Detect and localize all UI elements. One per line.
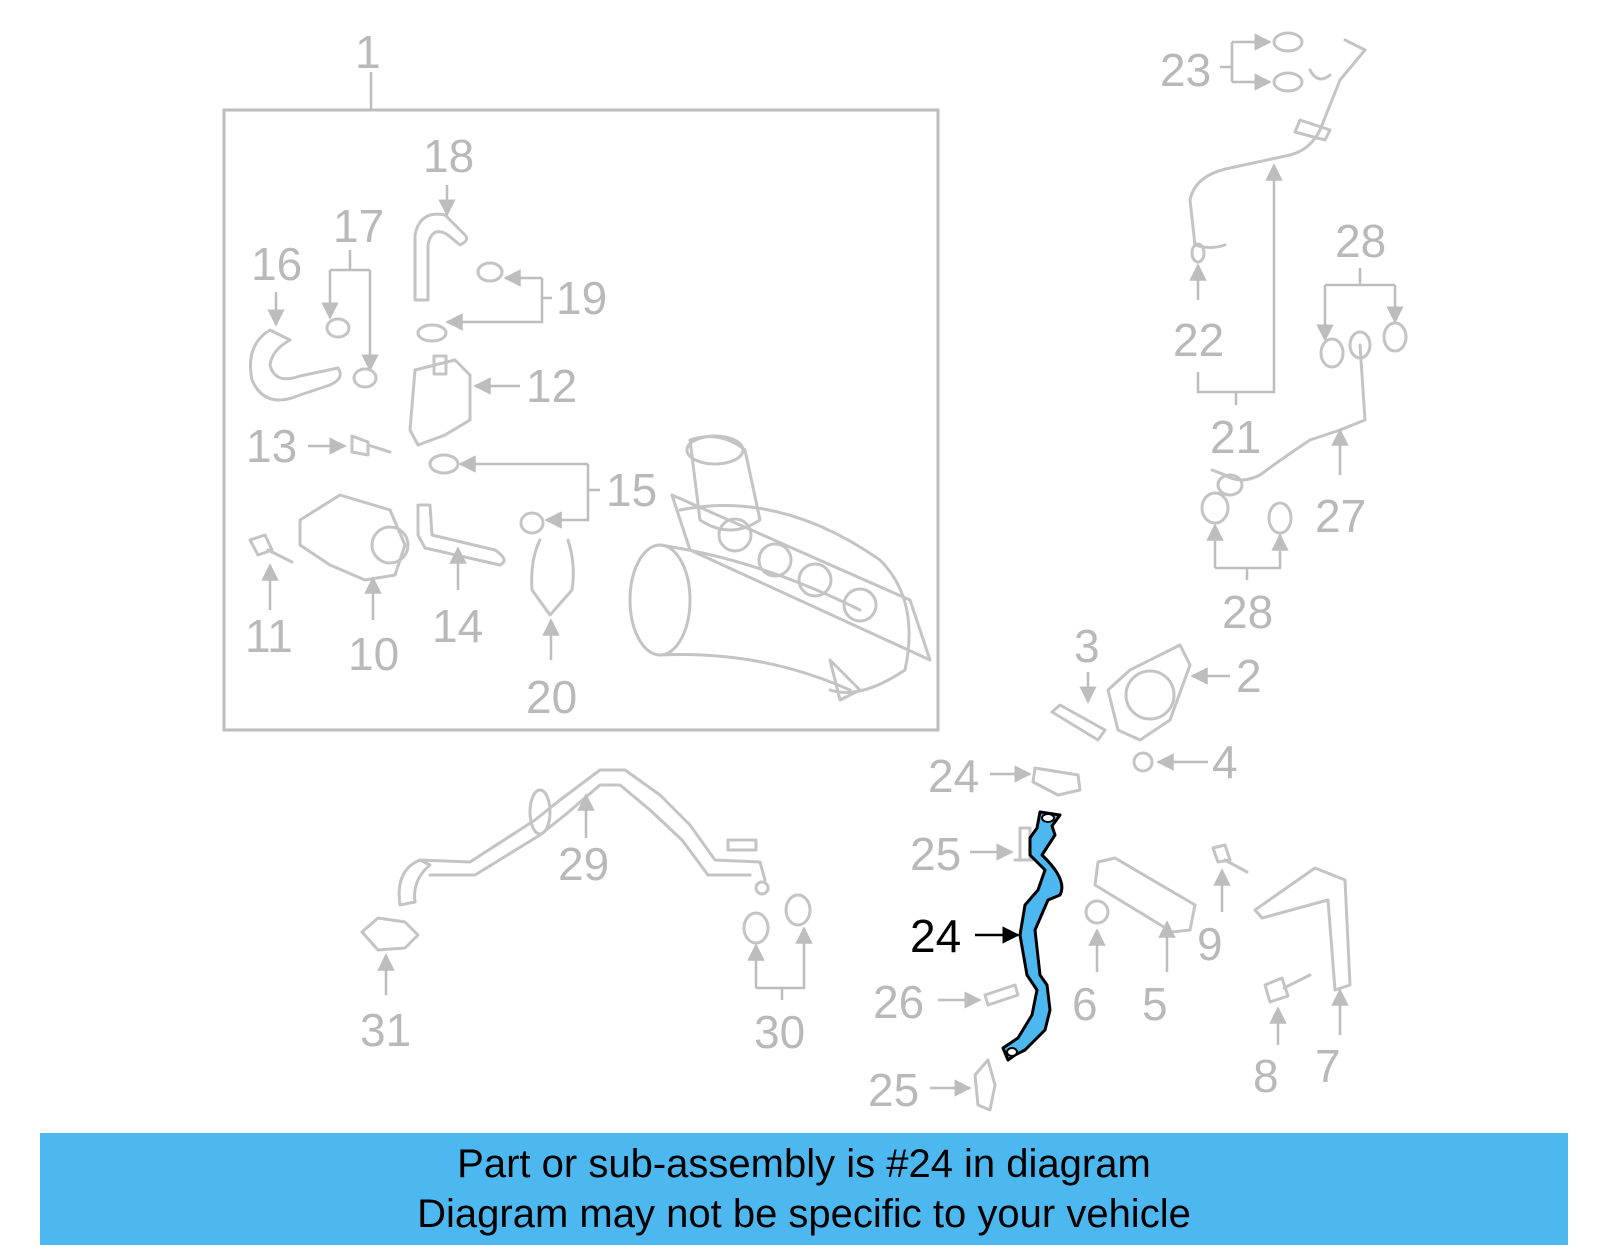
hose-20-drawing — [530, 538, 575, 617]
callout-28b: 28 — [1222, 586, 1273, 638]
callout-22: 22 — [1173, 314, 1224, 366]
info-banner: Part or sub-assembly is #24 in diagram D… — [40, 1133, 1568, 1245]
pipe-29-drawing — [397, 768, 770, 907]
gasket-2-drawing — [1106, 643, 1192, 742]
callout-13: 13 — [246, 420, 297, 472]
callout-12: 12 — [526, 360, 577, 412]
bolt-26-lower-drawing — [983, 983, 1020, 1007]
o-rings-23-drawing — [1272, 31, 1304, 93]
banner-line-disclaimer: Diagram may not be specific to your vehi… — [417, 1192, 1191, 1236]
bracket-7-drawing — [1253, 866, 1352, 992]
bolt-8-drawing — [1263, 973, 1312, 1004]
callout-5: 5 — [1142, 978, 1168, 1030]
callout-14: 14 — [432, 600, 483, 652]
gasket-25-lower-drawing — [973, 1058, 997, 1112]
callout-30: 30 — [754, 1006, 805, 1058]
callout-29: 29 — [558, 838, 609, 890]
clamp-19a-drawing — [476, 261, 504, 283]
callout-31: 31 — [360, 1004, 411, 1056]
callout-26b: 26 — [873, 976, 924, 1028]
callout-11: 11 — [245, 610, 293, 662]
callout-17: 17 — [333, 200, 384, 252]
callout-28a: 28 — [1335, 215, 1386, 267]
callout-21: 21 — [1210, 411, 1261, 463]
nut-4-drawing — [1132, 751, 1154, 773]
o-rings-28a-drawing — [1319, 321, 1408, 369]
bolt-11-drawing — [248, 533, 294, 564]
callout-25b: 25 — [868, 1064, 919, 1116]
callout-10: 10 — [348, 628, 399, 680]
callout-18: 18 — [423, 130, 474, 182]
sub-assembly-box — [222, 108, 940, 732]
callout-3: 3 — [1074, 620, 1100, 672]
hose-14-drawing — [416, 503, 506, 567]
callout-25a: 24 — [928, 750, 979, 802]
turbocharger-drawing — [628, 434, 932, 702]
clamp-15a-drawing — [428, 453, 460, 475]
pipe-27-drawing — [1210, 330, 1372, 497]
clamp-19b-drawing — [416, 323, 448, 343]
clamp-31-drawing — [360, 916, 420, 952]
callout-15: 15 — [606, 464, 657, 516]
hose-16-drawing — [249, 328, 342, 402]
callout-16: 16 — [251, 238, 302, 290]
stud-3-drawing — [1050, 703, 1107, 742]
valve-12-drawing — [408, 354, 472, 447]
callout-4: 4 — [1212, 736, 1238, 788]
bolt-13-drawing — [350, 434, 392, 457]
callout-26a: 25 — [910, 828, 961, 880]
callout-7: 7 — [1315, 1040, 1341, 1092]
clamp-15b-drawing — [519, 511, 545, 535]
o-ring-22-drawing — [1190, 242, 1206, 264]
callout-2: 2 — [1236, 650, 1262, 702]
callout-1: 1 — [355, 26, 381, 78]
gasket-25-upper-drawing — [1031, 766, 1082, 797]
banner-line-part: Part or sub-assembly is #24 in diagram — [457, 1142, 1151, 1186]
callout-20: 20 — [526, 671, 577, 723]
hose-18-drawing — [413, 212, 469, 302]
clamp-17a-drawing — [325, 317, 351, 339]
bolt-9-drawing — [1211, 843, 1249, 874]
callout-27: 27 — [1315, 490, 1366, 542]
callout-9: 9 — [1197, 918, 1223, 970]
actuator-10-drawing — [298, 493, 410, 582]
callout-24: 24 — [910, 910, 961, 962]
o-rings-30-drawing — [742, 893, 812, 945]
bracket-5-drawing — [1093, 856, 1197, 934]
bolt-26-upper-drawing — [1013, 826, 1037, 862]
oil-feed-pipe-24[interactable] — [1001, 810, 1064, 1062]
o-rings-28b-drawing — [1200, 491, 1293, 535]
pipe-21-drawing — [1188, 38, 1367, 249]
callout-19: 19 — [556, 272, 607, 324]
callout-8: 8 — [1253, 1050, 1279, 1102]
callout-23: 23 — [1160, 44, 1211, 96]
nut-6-drawing — [1084, 899, 1110, 925]
clamp-17b-drawing — [352, 367, 378, 389]
callout-6: 6 — [1072, 978, 1098, 1030]
